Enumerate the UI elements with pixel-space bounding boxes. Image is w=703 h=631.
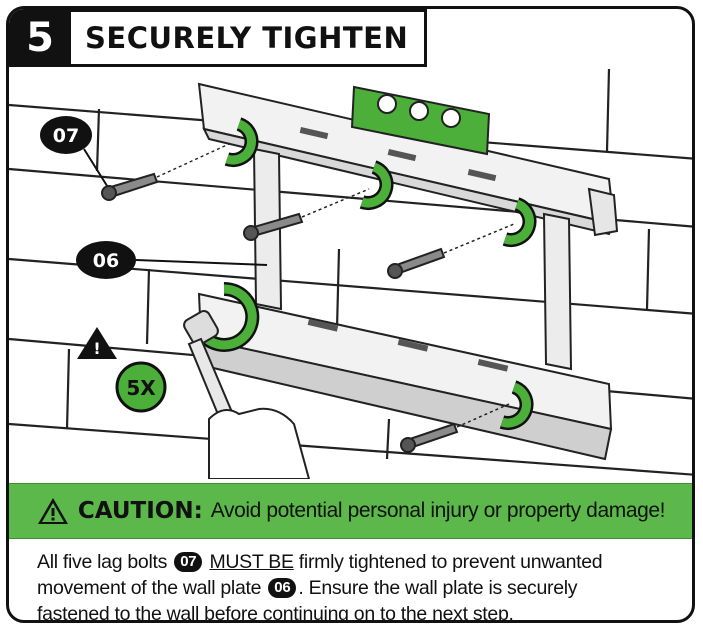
bolt-callout-badge: 07 [40,116,110,190]
part-badge-07: 07 [174,552,203,572]
lag-bolt-icon [101,172,459,453]
svg-text:06: 06 [93,250,119,272]
warning-triangle-icon [37,498,68,524]
step-number: 5 [9,9,71,67]
caution-text: Avoid potential personal injury or prope… [210,499,666,522]
level-icon [350,85,491,156]
ratchet-wrench-icon [183,310,239,431]
caution-banner: CAUTION: Avoid potential personal injury… [9,483,692,539]
mounting-illustration: 07 06 [9,68,692,479]
warning-triangle-icon: ! [77,327,117,359]
caution-label: CAUTION: [77,498,203,524]
quantity-badge: 5X [115,361,167,413]
step-title: SECURELY TIGHTEN [71,9,428,67]
body-text-segment: movement of the wall plate [37,577,262,599]
instruction-text: All five lag bolts 07 MUST BE firmly tig… [37,549,677,623]
body-text-segment: firmly tightened to prevent unwanted [298,551,603,573]
svg-text:!: ! [93,339,100,358]
svg-text:07: 07 [53,125,79,147]
step-header: 5 SECURELY TIGHTEN [9,9,428,67]
svg-text:5X: 5X [126,376,156,400]
plate-callout-badge: 06 [76,241,268,279]
instruction-panel: 07 06 [6,6,695,623]
emphasis-text: MUST BE [209,551,294,573]
body-text-segment: fastened to the wall before continuing o… [37,603,514,623]
hand-illustration [208,407,311,479]
body-text-segment: All five lag bolts [37,551,168,573]
body-text-segment: . Ensure the wall plate is securely [298,577,578,599]
part-badge-06: 06 [268,578,297,598]
wall-plate-right-upright [542,212,573,371]
